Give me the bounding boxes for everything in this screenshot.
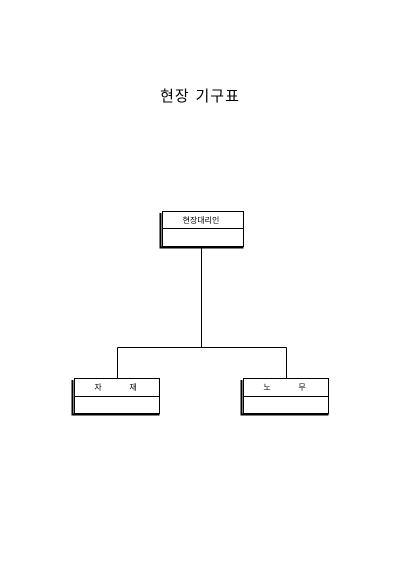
child-node-labor: 노 무 — [240, 378, 329, 416]
child-node-labor-label-right: 무 — [298, 383, 305, 392]
root-node-label: 현장대리인 — [183, 215, 220, 225]
child-node-materials-label-left: 자 — [94, 383, 102, 392]
child-node-labor-label-left: 노 — [263, 383, 270, 392]
child-node-materials: 자 재 — [71, 378, 160, 416]
org-connectors — [117, 247, 287, 378]
child-node-materials-label-right: 재 — [129, 383, 136, 392]
root-node: 현장대리인 — [159, 211, 244, 249]
page-title: 현장 기구표 — [160, 87, 240, 105]
